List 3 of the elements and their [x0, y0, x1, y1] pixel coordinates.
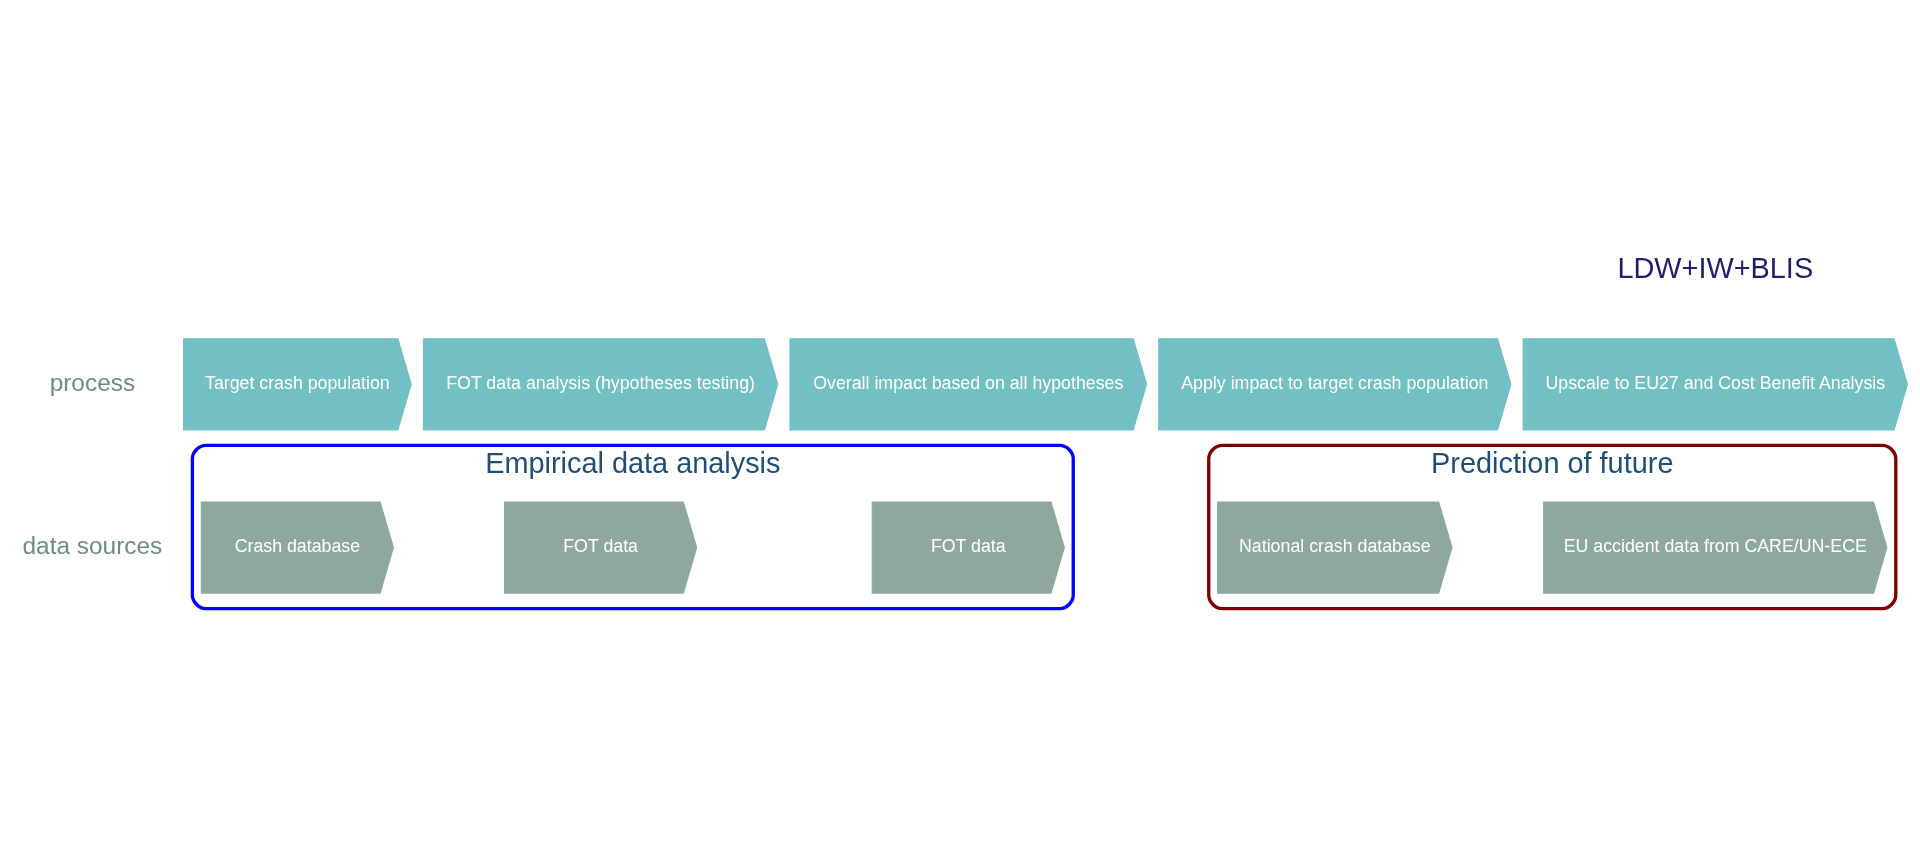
label: data sources [22, 531, 162, 559]
label: process [49, 368, 135, 396]
label: LDW+IW+BLIS [1616, 251, 1813, 284]
